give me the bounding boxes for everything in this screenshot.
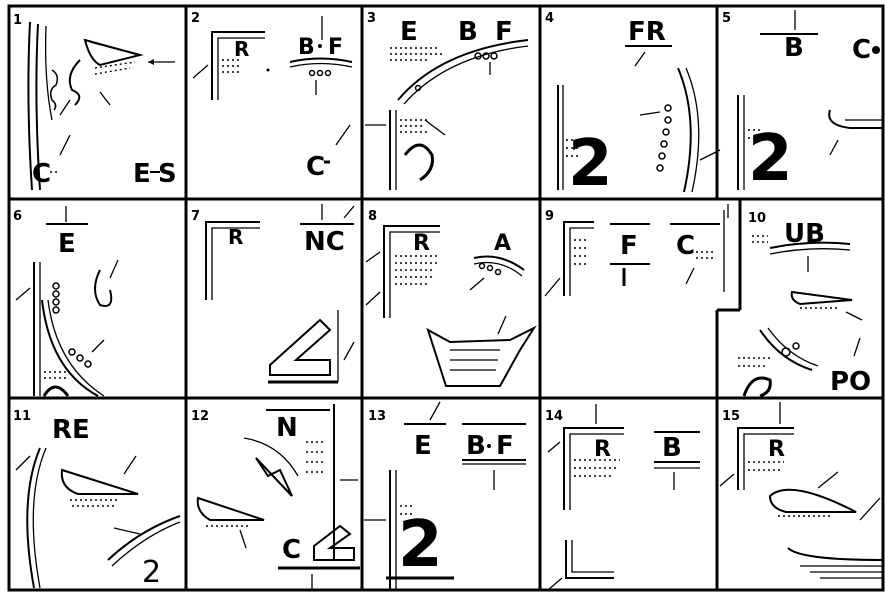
panel-5: 5 B C 2	[722, 10, 883, 196]
panel-15: 15 R	[720, 402, 883, 578]
label-n: N	[276, 413, 298, 443]
numeral-2: 2	[748, 122, 793, 196]
panel-number: 9	[545, 209, 554, 224]
panel-number: 8	[368, 209, 377, 224]
panel-number: 11	[13, 409, 31, 424]
grid-lines	[9, 6, 883, 590]
label-b: B	[784, 33, 804, 63]
numeral-2: 2	[398, 508, 443, 582]
panel-number: 10	[748, 211, 766, 226]
label-re: RE	[52, 415, 90, 445]
panel-1: 1 C E S	[13, 13, 177, 190]
panel-number: 14	[545, 409, 563, 424]
panel-9: 9 F C	[545, 204, 728, 296]
label-e: E	[133, 159, 151, 189]
panel-number: 6	[13, 209, 22, 224]
label-r: R	[413, 231, 430, 256]
label-r: R	[228, 225, 243, 249]
panel-11: 11 RE 2	[13, 409, 180, 590]
numeral-2: 2	[142, 555, 161, 590]
panel-number: 2	[191, 11, 200, 26]
panel-3: 3 E B F	[365, 11, 528, 190]
label-c: C	[852, 35, 871, 65]
label-nc: NC	[304, 227, 345, 257]
label-r: R	[234, 37, 249, 61]
panel-number: 1	[13, 13, 22, 28]
label-a: A	[494, 231, 511, 256]
label-c: C	[306, 152, 325, 182]
label-fr: FR	[628, 17, 666, 47]
panel-number: 15	[722, 409, 740, 424]
panel-4: 4 FR 2	[545, 11, 720, 201]
panel-7: 7 R NC	[191, 204, 354, 382]
label-f: F	[620, 231, 638, 261]
label-s: S	[158, 159, 177, 189]
panel-10: 10 UB PO	[738, 211, 871, 397]
label-f: F	[496, 431, 514, 461]
label-c: C	[282, 535, 301, 565]
label-c: C	[32, 159, 51, 189]
label-e: E	[414, 431, 432, 461]
panel-14: 14 R B	[545, 404, 700, 590]
label-e: E	[58, 229, 76, 259]
numeral-2: 2	[568, 127, 613, 201]
panel-number: 5	[722, 11, 731, 26]
label-f: F	[328, 35, 343, 60]
label-b: B	[466, 431, 486, 461]
panel-2: 2 R B F C	[191, 11, 352, 182]
arrow-icon	[193, 65, 208, 78]
panel-number: 7	[191, 209, 200, 224]
label-r: R	[594, 437, 611, 462]
panel-number: 13	[368, 409, 386, 424]
panel-6: 6 E	[13, 206, 118, 396]
label-b: B	[298, 35, 315, 60]
panel-number: 3	[367, 11, 376, 26]
panel-number: 12	[191, 409, 209, 424]
label-r: R	[768, 437, 785, 462]
panel-13: 13 E B F 2	[364, 402, 526, 590]
label-po: PO	[830, 367, 871, 397]
label-b: B	[458, 17, 478, 47]
panel-8: 8 R A	[366, 209, 534, 386]
panel-number: 4	[545, 11, 554, 26]
label-c: C	[676, 231, 695, 261]
label-e: E	[400, 17, 418, 47]
panel-12: 12 N C	[191, 404, 360, 590]
label-b: B	[662, 433, 682, 463]
